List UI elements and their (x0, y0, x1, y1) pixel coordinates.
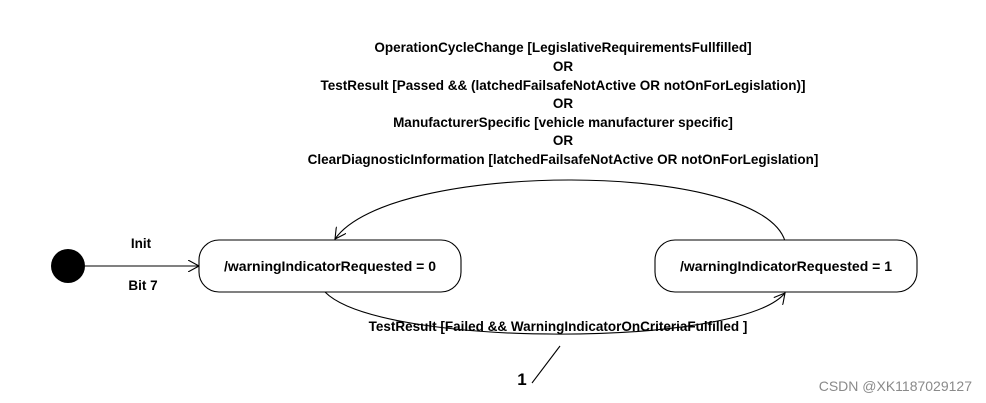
callout-leader-line (531, 345, 561, 384)
top-label-or-1: OR (553, 59, 574, 74)
callout-number: 1 (517, 370, 526, 389)
bottom-transition-label: TestResult [Failed && WarningIndicatorOn… (369, 319, 748, 334)
top-label-line-1: OperationCycleChange [LegislativeRequire… (374, 40, 751, 55)
state-warning-0: /warningIndicatorRequested = 0 (198, 239, 462, 293)
initial-state-dot (51, 249, 85, 283)
transition-arrow-bottom (324, 291, 785, 335)
state-1-label: /warningIndicatorRequested = 1 (680, 258, 892, 274)
state-warning-1: /warningIndicatorRequested = 1 (654, 239, 918, 293)
top-label-line-4: ClearDiagnosticInformation [latchedFails… (308, 152, 819, 167)
state-0-label: /warningIndicatorRequested = 0 (224, 258, 436, 274)
watermark-text: CSDN @XK1187029127 (819, 378, 972, 394)
transition-arrow-top (335, 179, 786, 242)
top-label-line-3: ManufacturerSpecific [vehicle manufactur… (393, 115, 733, 130)
top-label-or-2: OR (553, 96, 574, 111)
top-label-or-3: OR (553, 133, 574, 148)
init-label: Init (131, 236, 152, 251)
top-transition-label: OperationCycleChange [LegislativeRequire… (308, 40, 819, 167)
bit7-label: Bit 7 (128, 278, 157, 293)
top-label-line-2: TestResult [Passed && (latchedFailsafeNo… (320, 78, 805, 93)
